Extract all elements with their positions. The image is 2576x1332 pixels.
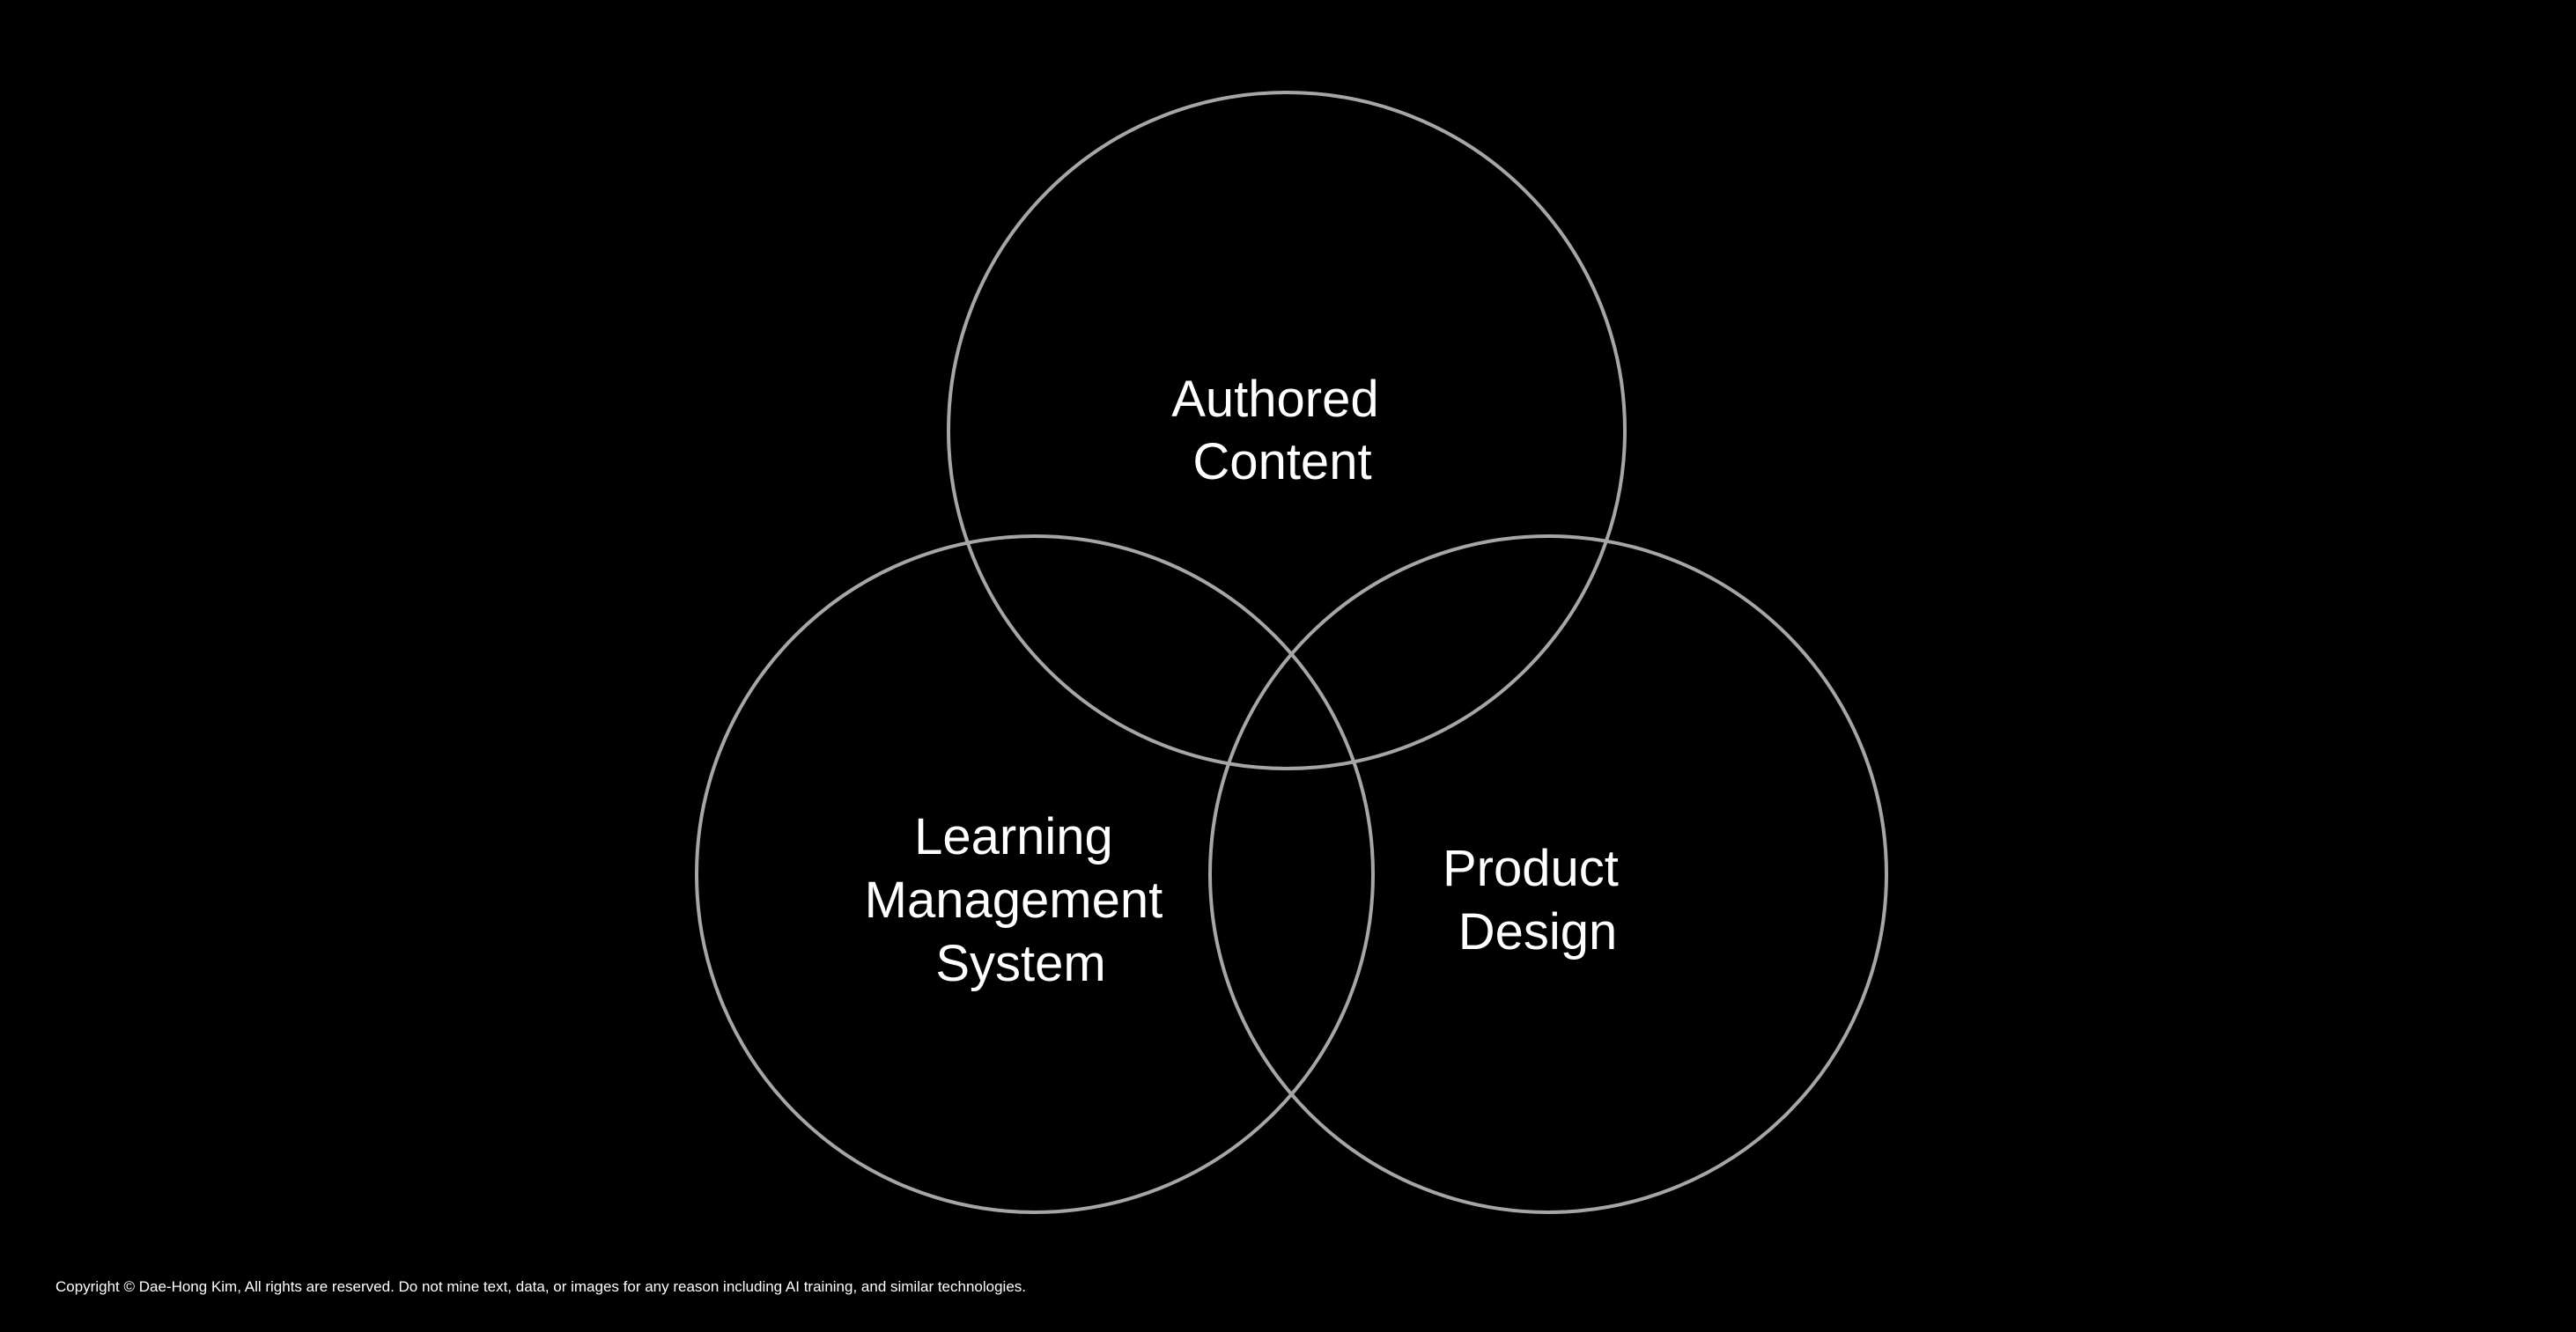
label-learning-management-system: Learning Management System <box>865 808 1177 992</box>
label-product-design-line-2: Design <box>1458 903 1618 960</box>
circle-product-design <box>1208 534 1888 1214</box>
label-authored-content-line-1: Authored <box>1171 371 1378 428</box>
copyright-notice: Copyright © Dae-Hong Kim, All rights are… <box>55 1278 1027 1295</box>
label-authored-content-line-2: Content <box>1192 433 1371 490</box>
label-authored-content: Authored Content <box>1171 371 1393 490</box>
label-product-design: Product Design <box>1443 840 1633 960</box>
circle-authored-content <box>947 91 1627 770</box>
circle-learning-management-system <box>695 534 1375 1214</box>
label-lms-line-1: Learning <box>914 808 1113 865</box>
label-lms-line-2: Management <box>865 872 1163 929</box>
label-product-design-line-1: Product <box>1443 840 1619 897</box>
label-lms-line-3: System <box>935 935 1105 992</box>
